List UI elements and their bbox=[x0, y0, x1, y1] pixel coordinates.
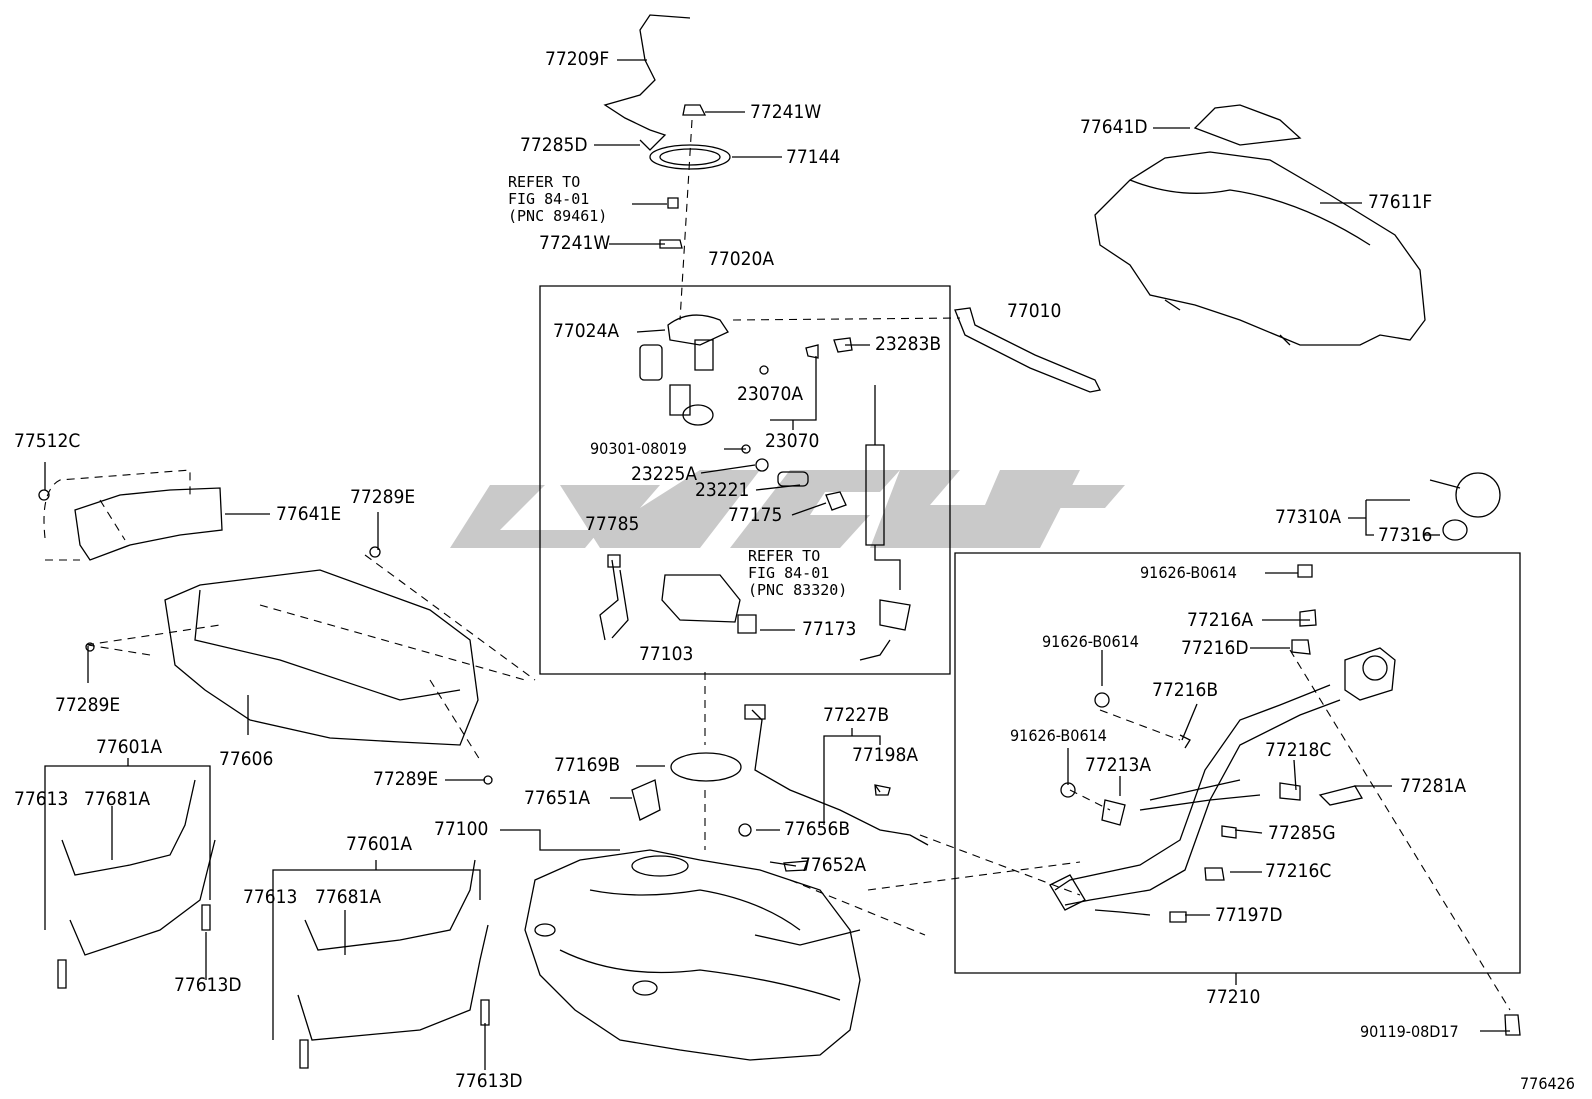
label-77613-b: 77613 bbox=[243, 886, 298, 908]
tray-icon bbox=[165, 570, 478, 745]
label-77785: 77785 bbox=[585, 513, 640, 535]
protector-icon bbox=[1095, 152, 1425, 345]
vent-pipe-icon bbox=[955, 308, 1100, 392]
label-77641D: 77641D bbox=[1080, 116, 1148, 138]
label-77169B: 77169B bbox=[554, 754, 621, 776]
label-77216A: 77216A bbox=[1187, 609, 1254, 631]
label-77613D-b: 77613D bbox=[455, 1070, 523, 1092]
label-77020A: 77020A bbox=[708, 248, 775, 270]
label-77197D: 77197D bbox=[1215, 904, 1283, 926]
label-77681A-b: 77681A bbox=[315, 886, 382, 908]
label-23221: 23221 bbox=[695, 479, 750, 501]
fuel-cap-icon bbox=[1456, 473, 1500, 517]
label-77512C: 77512C bbox=[14, 430, 81, 452]
label-23070: 23070 bbox=[765, 430, 820, 452]
insulator-top-icon bbox=[1195, 105, 1300, 145]
label-23283B: 23283B bbox=[875, 333, 942, 355]
note-refer-fig-84-01-a: REFER TO FIG 84-01 (PNC 89461) bbox=[508, 173, 608, 225]
label-77100: 77100 bbox=[434, 818, 489, 840]
gasket-ring-icon bbox=[1443, 520, 1467, 540]
label-77218C: 77218C bbox=[1265, 739, 1332, 761]
label-77144: 77144 bbox=[786, 146, 841, 168]
label-23225A: 23225A bbox=[631, 463, 698, 485]
label-77198A: 77198A bbox=[852, 744, 919, 766]
label-77209F: 77209F bbox=[545, 48, 610, 70]
fuel-tank-icon bbox=[525, 850, 860, 1060]
filler-pipe-icon bbox=[1055, 685, 1330, 890]
jet-pump-icon bbox=[662, 575, 740, 622]
gasket-icon bbox=[671, 753, 741, 781]
label-77310A: 77310A bbox=[1275, 506, 1342, 528]
label-77281A: 77281A bbox=[1400, 775, 1467, 797]
label-77656B: 77656B bbox=[784, 818, 851, 840]
label-77173: 77173 bbox=[802, 618, 857, 640]
wiring-icon bbox=[600, 560, 628, 640]
sender-assembly-box bbox=[540, 286, 950, 674]
label-77227B: 77227B bbox=[823, 704, 890, 726]
vent-tube-icon bbox=[605, 15, 690, 130]
label-77606: 77606 bbox=[219, 748, 274, 770]
label-77641E: 77641E bbox=[276, 503, 342, 525]
hose-icon bbox=[752, 710, 928, 845]
figure-number: 776426 bbox=[1520, 1074, 1575, 1093]
label-91626-B0614-c: 91626-B0614 bbox=[1010, 726, 1107, 745]
label-77289E-a: 77289E bbox=[350, 486, 416, 508]
label-77681A-a: 77681A bbox=[84, 788, 151, 810]
label-77216D: 77216D bbox=[1181, 637, 1249, 659]
label-77103: 77103 bbox=[639, 643, 694, 665]
label-77175: 77175 bbox=[728, 504, 783, 526]
label-77601A-a: 77601A bbox=[96, 736, 163, 758]
filter-icon bbox=[640, 345, 662, 380]
label-77216B: 77216B bbox=[1152, 679, 1219, 701]
label-77316: 77316 bbox=[1378, 524, 1433, 546]
label-77613D-a: 77613D bbox=[174, 974, 242, 996]
label-77652A: 77652A bbox=[800, 854, 867, 876]
label-77241W-mid: 77241W bbox=[539, 232, 611, 254]
label-77285G: 77285G bbox=[1268, 822, 1336, 844]
label-77216C: 77216C bbox=[1265, 860, 1332, 882]
strap-icon bbox=[62, 780, 195, 875]
filler-pipe-box bbox=[955, 553, 1520, 973]
clip-icon bbox=[683, 105, 705, 115]
label-77210: 77210 bbox=[1206, 986, 1261, 1008]
label-77241W-top: 77241W bbox=[750, 101, 822, 123]
bolt-icon bbox=[1505, 1015, 1520, 1035]
label-77601A-b: 77601A bbox=[346, 833, 413, 855]
label-77024A: 77024A bbox=[553, 320, 620, 342]
label-77285D: 77285D bbox=[520, 134, 588, 156]
label-77651A: 77651A bbox=[524, 787, 591, 809]
label-23070A: 23070A bbox=[737, 383, 804, 405]
label-77289E-b: 77289E bbox=[55, 694, 121, 716]
label-91626-B0614-b: 91626-B0614 bbox=[1042, 632, 1139, 651]
label-77213A: 77213A bbox=[1085, 754, 1152, 776]
label-90119-08D17: 90119-08D17 bbox=[1360, 1022, 1459, 1041]
label-90301-08019: 90301-08019 bbox=[590, 439, 687, 458]
watermark-logo bbox=[450, 470, 1125, 548]
lock-ring-icon bbox=[650, 145, 730, 169]
label-77613-a: 77613 bbox=[14, 788, 69, 810]
label-77611F: 77611F bbox=[1368, 191, 1433, 213]
label-77289E-c: 77289E bbox=[373, 768, 439, 790]
note-refer-fig-84-01-b: REFER TO FIG 84-01 (PNC 83320) bbox=[748, 547, 848, 599]
pump-bracket-icon bbox=[668, 315, 728, 345]
insulator-left-icon bbox=[75, 488, 222, 560]
label-77010: 77010 bbox=[1007, 300, 1062, 322]
label-91626-B0614-a: 91626-B0614 bbox=[1140, 563, 1237, 582]
